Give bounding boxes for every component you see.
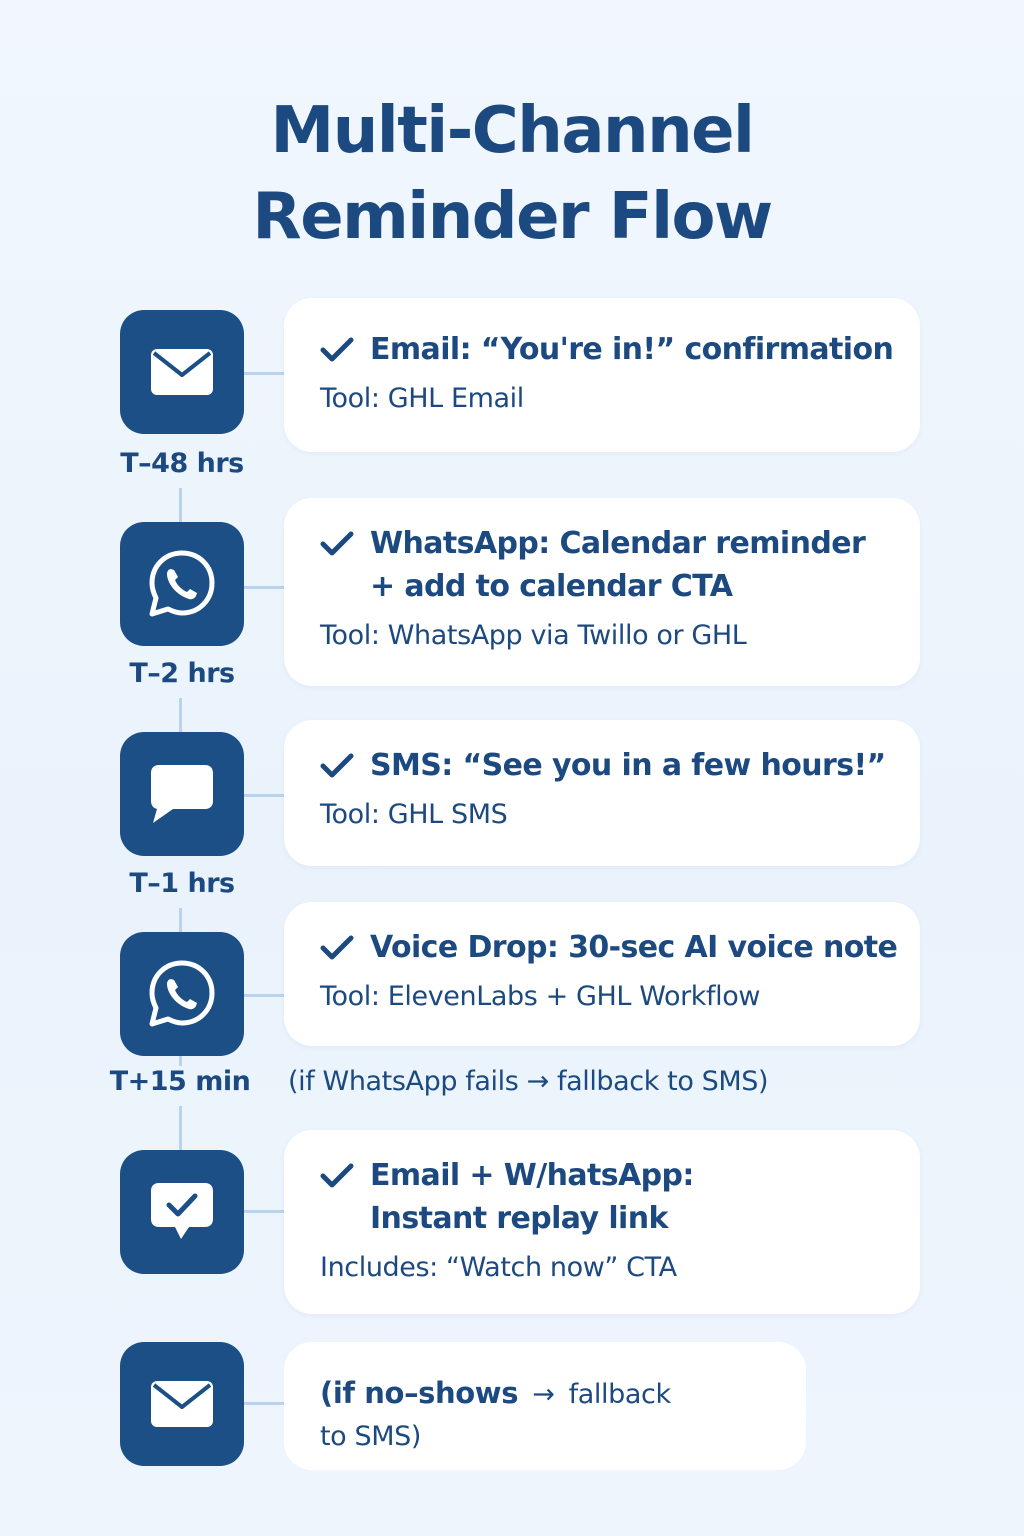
step-5-headline-line-2: Instant replay link [370, 1201, 668, 1236]
step-connector [244, 994, 284, 997]
check-icon [320, 744, 370, 787]
step-connector [244, 794, 284, 797]
step-1-card: Email: “You're in!” confirmation Tool: G… [284, 298, 920, 452]
step-4-tool: Tool: ElevenLabs + GHL Workflow [320, 981, 761, 1012]
step-connector [244, 586, 284, 589]
check-icon [320, 1154, 370, 1197]
title-line-2: Reminder Flow [252, 180, 773, 254]
step-6-card: (if no–shows → fallback to SMS) [284, 1342, 806, 1470]
envelope-icon [151, 349, 213, 395]
no-show-label: (if no–shows [320, 1376, 519, 1410]
step-6-icon-tile [120, 1342, 244, 1466]
whatsapp-icon [149, 960, 215, 1027]
step-2-headline-line-1: WhatsApp: Calendar reminder [370, 526, 866, 561]
step-connector [244, 1402, 284, 1405]
whatsapp-icon [149, 550, 215, 617]
step-connector [244, 1210, 284, 1213]
step-1-icon-tile [120, 310, 244, 434]
step-connector [244, 372, 284, 375]
step-5-icon-tile [120, 1150, 244, 1274]
fallback-label: fallback [568, 1379, 671, 1410]
timeline-connector [179, 1056, 182, 1066]
step-1-tool: Tool: GHL Email [320, 383, 524, 414]
step-3-time: T–1 hrs [129, 868, 235, 899]
arrow-icon: → [532, 1379, 555, 1410]
chat-bubble-icon [151, 765, 213, 823]
step-4-card: Voice Drop: 30-sec AI voice note Tool: E… [284, 902, 920, 1046]
timeline-connector [179, 698, 182, 732]
check-icon [320, 926, 370, 969]
page-title: Multi-Channel Reminder Flow [0, 88, 1024, 260]
step-2-tool: Tool: WhatsApp via Twillo or GHL [320, 620, 747, 651]
step-5-includes: Includes: “Watch now” CTA [320, 1252, 677, 1283]
check-icon [320, 522, 370, 565]
whatsapp-fallback-note: (if WhatsApp fails → fallback to SMS) [288, 1066, 769, 1097]
fallback-label-line-2: to SMS) [320, 1421, 421, 1452]
timeline-connector [179, 1106, 182, 1150]
step-3-tool: Tool: GHL SMS [320, 799, 508, 830]
step-4-time: T+15 min [109, 1066, 251, 1097]
step-5-headline-line-1: Email + W/hatsApp: [370, 1158, 694, 1193]
step-2-headline-line-2: + add to calendar CTA [370, 569, 733, 604]
step-4-icon-tile [120, 932, 244, 1056]
check-icon [320, 328, 370, 371]
step-3-card: SMS: “See you in a few hours!” Tool: GHL… [284, 720, 920, 866]
step-5-card: Email + W/hatsApp: Instant replay link I… [284, 1130, 920, 1314]
step-3-headline: SMS: “See you in a few hours!” [370, 748, 886, 783]
step-1-headline: Email: “You're in!” confirmation [370, 332, 894, 367]
timeline-connector [179, 908, 182, 934]
step-2-card: WhatsApp: Calendar reminder + add to cal… [284, 498, 920, 686]
step-3-icon-tile [120, 732, 244, 856]
step-1-time: T–48 hrs [120, 448, 244, 479]
envelope-icon [151, 1381, 213, 1427]
timeline-connector [179, 488, 182, 522]
step-4-headline: Voice Drop: 30-sec AI voice note [370, 930, 898, 965]
title-line-1: Multi-Channel [270, 94, 755, 168]
step-2-time: T–2 hrs [129, 658, 235, 689]
chat-check-icon [151, 1183, 213, 1239]
step-2-icon-tile [120, 522, 244, 646]
